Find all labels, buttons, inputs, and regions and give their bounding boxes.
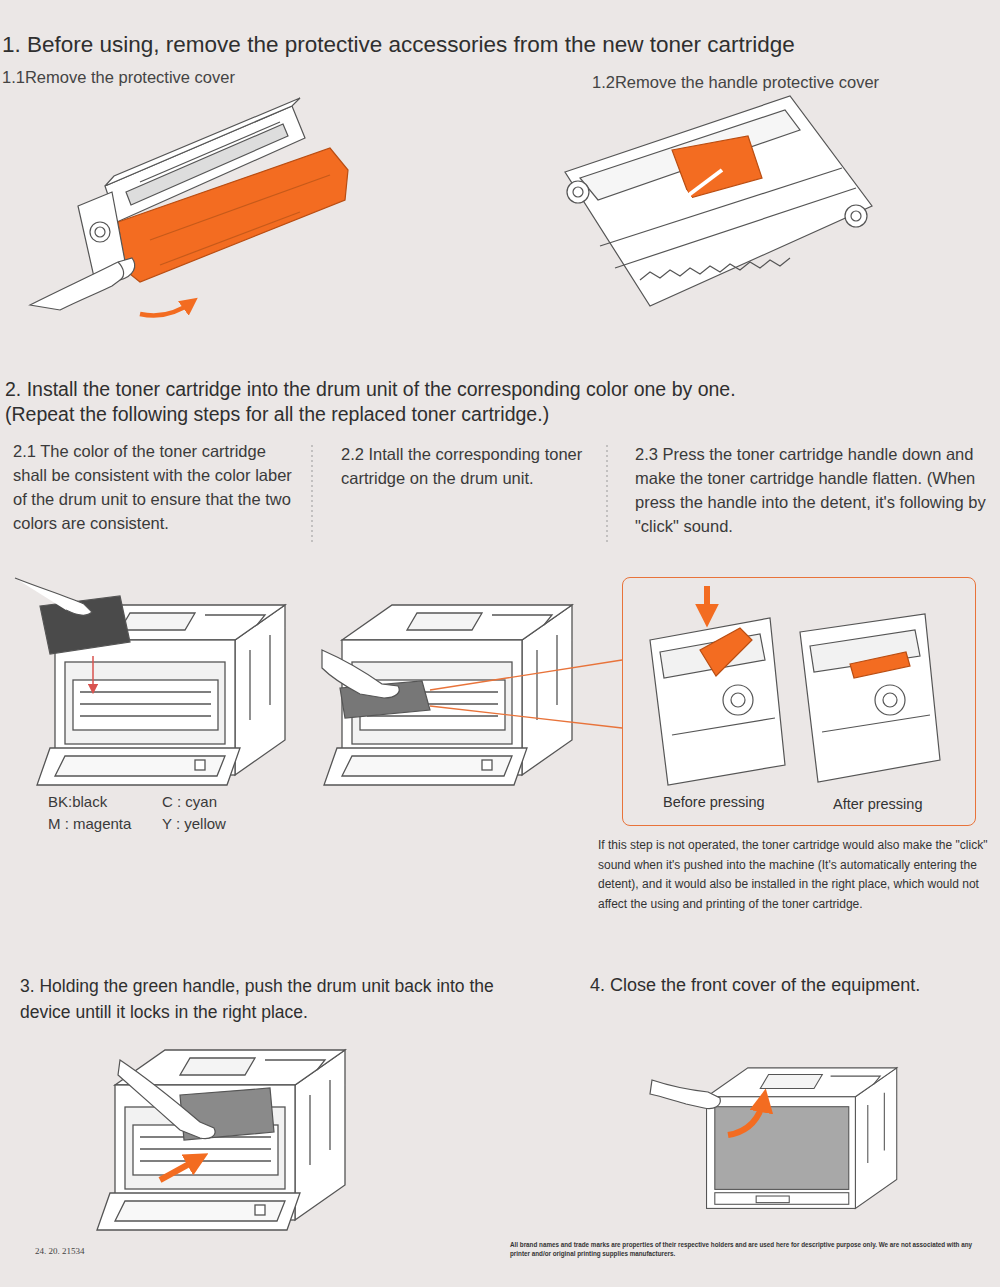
image-caption: After pressing bbox=[833, 796, 922, 812]
step-heading: (Repeat the following steps for all the … bbox=[5, 403, 549, 426]
substep-text: 1.2Remove the handle protective cover bbox=[592, 73, 879, 93]
substep-text: 2.1 The color of the toner cartridge sha… bbox=[13, 439, 298, 535]
image-caption: Before pressing bbox=[663, 794, 765, 810]
color-key: Y : yellow bbox=[162, 815, 226, 833]
color-key: M : magenta bbox=[48, 815, 131, 833]
disclaimer: All brand names and trade marks are prop… bbox=[510, 1241, 988, 1258]
color-key: C : cyan bbox=[162, 793, 217, 811]
callout-box: Before pressing After pressing bbox=[622, 577, 976, 826]
note-text: If this step is not operated, the toner … bbox=[598, 836, 996, 914]
color-key: BK:black bbox=[48, 793, 107, 811]
step-heading: 2. Install the toner cartridge into the … bbox=[5, 378, 736, 401]
document-code: 24. 20. 21534 bbox=[35, 1246, 85, 1257]
step-heading: 3. Holding the green handle, push the dr… bbox=[20, 973, 515, 1025]
substep-text: 2.3 Press the toner cartridge handle dow… bbox=[635, 442, 995, 538]
substep-text: 2.2 Intall the corresponding toner cartr… bbox=[341, 442, 596, 490]
substep-text: 1.1Remove the protective cover bbox=[2, 68, 235, 88]
step-heading: 1. Before using, remove the protective a… bbox=[2, 31, 795, 58]
step-heading: 4. Close the front cover of the equipmen… bbox=[590, 975, 920, 997]
